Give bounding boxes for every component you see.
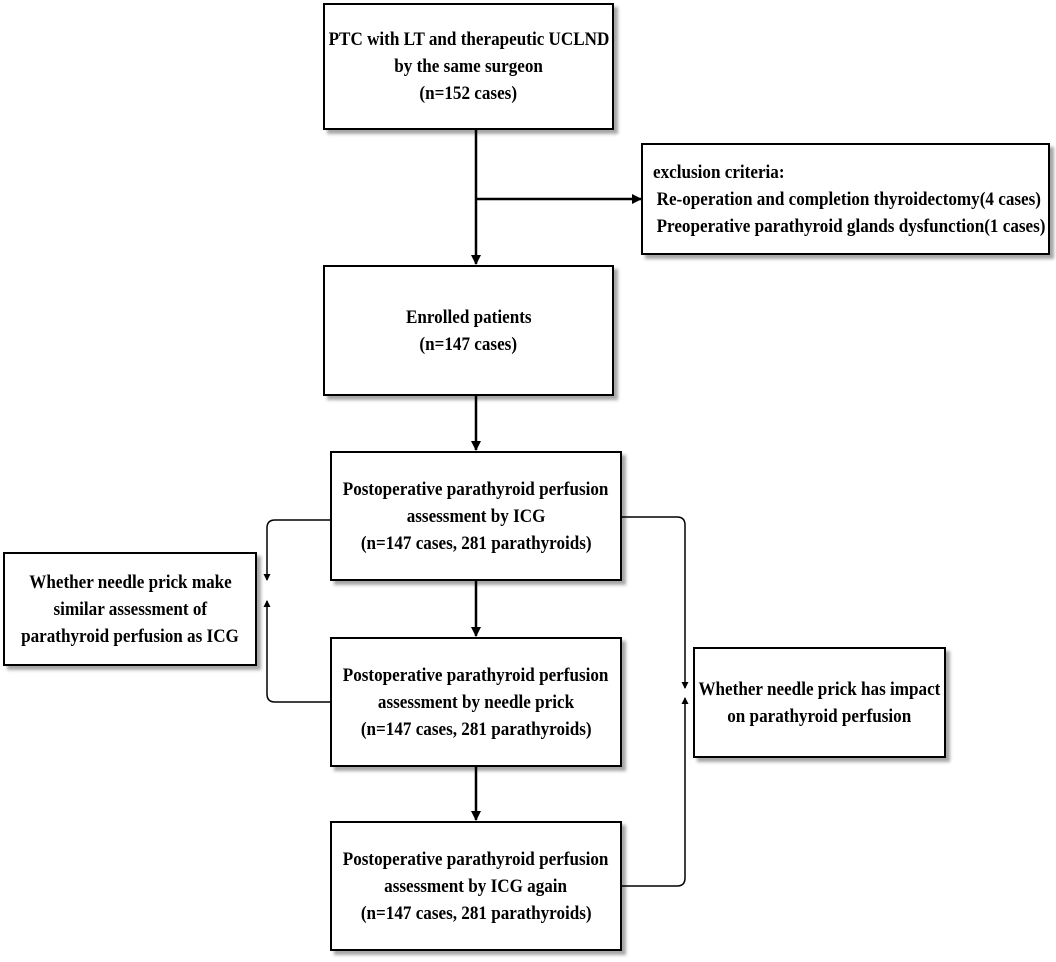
needle-prick-assessment-box: Postoperative parathyroid perfusion asse… bbox=[330, 637, 622, 767]
start-box: PTC with LT and therapeutic UCLND by the… bbox=[323, 3, 614, 130]
icg-line-3: (n=147 cases, 281 parathyroids) bbox=[360, 532, 592, 554]
exclusion-box: exclusion criteria: Re-operation and com… bbox=[641, 143, 1050, 255]
exclusion-item-1: Re-operation and completion thyroidectom… bbox=[656, 188, 1041, 210]
icg-line-1: Postoperative parathyroid perfusion bbox=[343, 478, 609, 500]
start-line-1: PTC with LT and therapeutic UCLND bbox=[328, 29, 609, 50]
left-question-box: Whether needle prick make similar assess… bbox=[3, 552, 257, 666]
icg-again-line-2: assessment by ICG again bbox=[384, 875, 568, 897]
needle-line-2: assessment by needle prick bbox=[377, 691, 575, 713]
right-bracket-bottom bbox=[622, 697, 689, 887]
left-bracket-top bbox=[263, 519, 331, 581]
left-bracket-bottom bbox=[263, 600, 331, 703]
needle-line-1: Postoperative parathyroid perfusion bbox=[343, 664, 609, 686]
left-question-line-2: similar assessment of bbox=[53, 598, 207, 620]
exclusion-title: exclusion criteria: bbox=[653, 161, 785, 183]
right-question-line-1: Whether needle prick has impact bbox=[698, 678, 941, 700]
icg-again-line-3: (n=147 cases, 281 parathyroids) bbox=[360, 902, 592, 924]
enrolled-line-1: Enrolled patients bbox=[405, 306, 532, 328]
right-question-line-2: on parathyroid perfusion bbox=[727, 705, 912, 727]
exclusion-item-2: Preoperative parathyroid glands dysfunct… bbox=[656, 215, 1046, 237]
right-question-box: Whether needle prick has impact on parat… bbox=[693, 647, 946, 758]
right-bracket-top bbox=[622, 516, 689, 689]
start-line-2: by the same surgeon bbox=[394, 56, 543, 77]
start-line-3: (n=152 cases) bbox=[419, 83, 518, 104]
icg-line-2: assessment by ICG bbox=[406, 505, 546, 527]
icg-again-line-1: Postoperative parathyroid perfusion bbox=[343, 848, 609, 870]
needle-line-3: (n=147 cases, 281 parathyroids) bbox=[360, 718, 592, 740]
enrolled-box: Enrolled patients (n=147 cases) bbox=[323, 265, 614, 396]
enrolled-line-2: (n=147 cases) bbox=[419, 333, 518, 355]
icg-assessment-box: Postoperative parathyroid perfusion asse… bbox=[330, 451, 622, 581]
icg-again-assessment-box: Postoperative parathyroid perfusion asse… bbox=[330, 821, 622, 951]
left-question-line-3: parathyroid perfusion as ICG bbox=[21, 625, 239, 647]
left-question-line-1: Whether needle prick make bbox=[28, 571, 232, 593]
